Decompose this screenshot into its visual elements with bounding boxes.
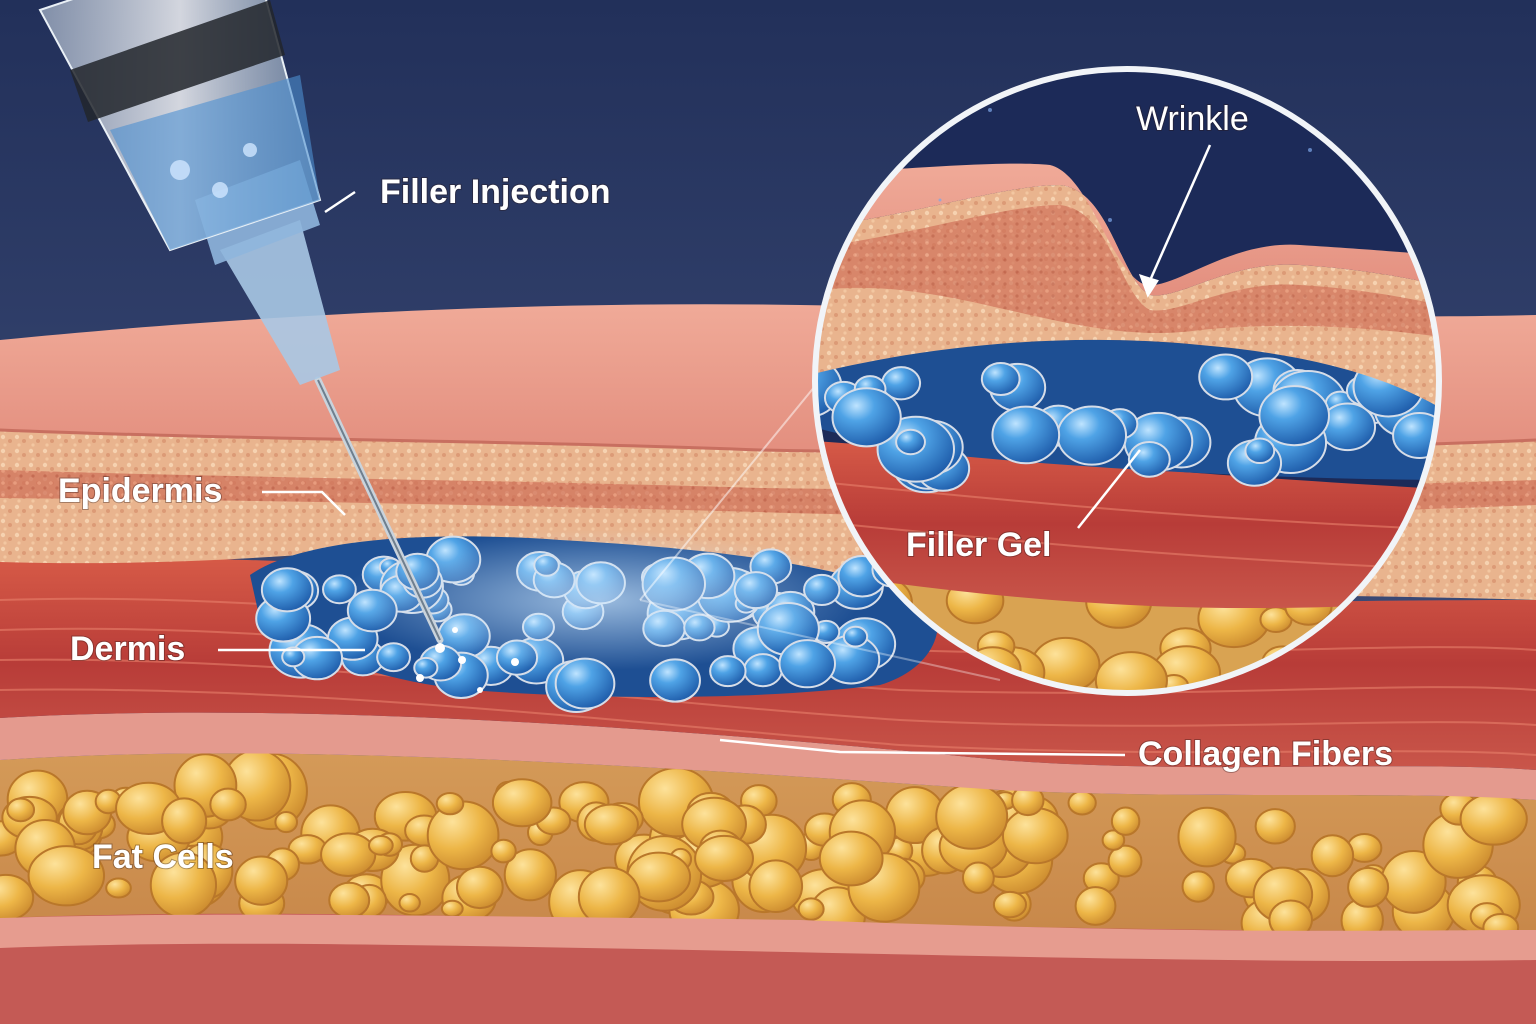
gel-bubble	[1127, 440, 1171, 478]
gel-bubble	[980, 361, 1021, 397]
fat-cell	[1001, 807, 1069, 865]
gel-bubble	[260, 567, 314, 613]
gel-bubble	[842, 625, 869, 648]
fat-cell	[328, 881, 371, 919]
gel-bubble	[895, 428, 926, 456]
label-dermis: Dermis	[70, 630, 185, 668]
fat-cell	[503, 848, 558, 902]
label-collagen-fibers: Collagen Fibers	[1138, 735, 1393, 773]
label-epidermis: Epidermis	[58, 472, 222, 510]
gel-bubble	[1244, 437, 1276, 465]
fat-cell	[1107, 844, 1143, 878]
fat-cell	[797, 897, 825, 921]
gel-bubble	[376, 642, 411, 673]
gel-bubble	[1258, 385, 1330, 447]
fat-cell	[1067, 790, 1097, 816]
label-filler-injection: Filler Injection	[380, 173, 610, 211]
fat-cell	[577, 866, 641, 927]
fat-cell	[748, 859, 804, 914]
fat-cell	[6, 797, 36, 823]
fat-cell	[440, 899, 464, 918]
label-fat-cells: Fat Cells	[92, 838, 234, 876]
fat-cell	[490, 838, 517, 864]
fat-cell	[398, 893, 421, 913]
fat-cell	[209, 787, 247, 822]
leader-lines	[218, 144, 1212, 757]
fat-cell	[992, 890, 1028, 919]
zoom-circle-border	[812, 66, 1442, 696]
fat-cell	[935, 783, 1009, 850]
fat-cell	[1459, 792, 1528, 846]
fat-cell	[694, 834, 754, 882]
fat-cell	[1177, 806, 1237, 868]
label-wrinkle: Wrinkle	[1136, 100, 1249, 138]
fat-cell	[27, 845, 106, 907]
fat-cell	[1074, 886, 1117, 926]
fat-cell	[818, 830, 884, 887]
syringe	[38, 0, 519, 693]
fat-cell	[1181, 870, 1215, 903]
fat-cell	[491, 778, 553, 828]
gel-bubble	[1056, 405, 1128, 466]
fat-cell	[274, 811, 299, 834]
fat-cell	[426, 800, 500, 871]
fat-cell	[105, 877, 132, 899]
fat-cell	[161, 797, 208, 845]
gel-bubble	[281, 646, 306, 668]
gel-bubble	[991, 405, 1061, 465]
gel-bubble	[1198, 353, 1254, 401]
gel-bubble	[831, 387, 902, 448]
gel-bubble	[743, 653, 783, 688]
fat-cell	[368, 835, 394, 856]
gel-bubble	[413, 656, 439, 679]
fat-cell	[234, 855, 289, 906]
fat-cell	[583, 803, 639, 846]
label-filler-gel: Filler Gel	[906, 526, 1052, 564]
fat-cell	[1101, 829, 1126, 851]
fat-cell	[1347, 866, 1390, 908]
fat-cell	[1094, 651, 1168, 693]
fat-cell	[961, 861, 995, 894]
fat-cell	[435, 791, 465, 816]
fat-cell	[455, 865, 504, 910]
fat-cell	[1254, 808, 1296, 845]
fat-cell	[1310, 834, 1355, 878]
fat-cell	[1110, 806, 1141, 836]
fat-cell	[320, 832, 377, 877]
